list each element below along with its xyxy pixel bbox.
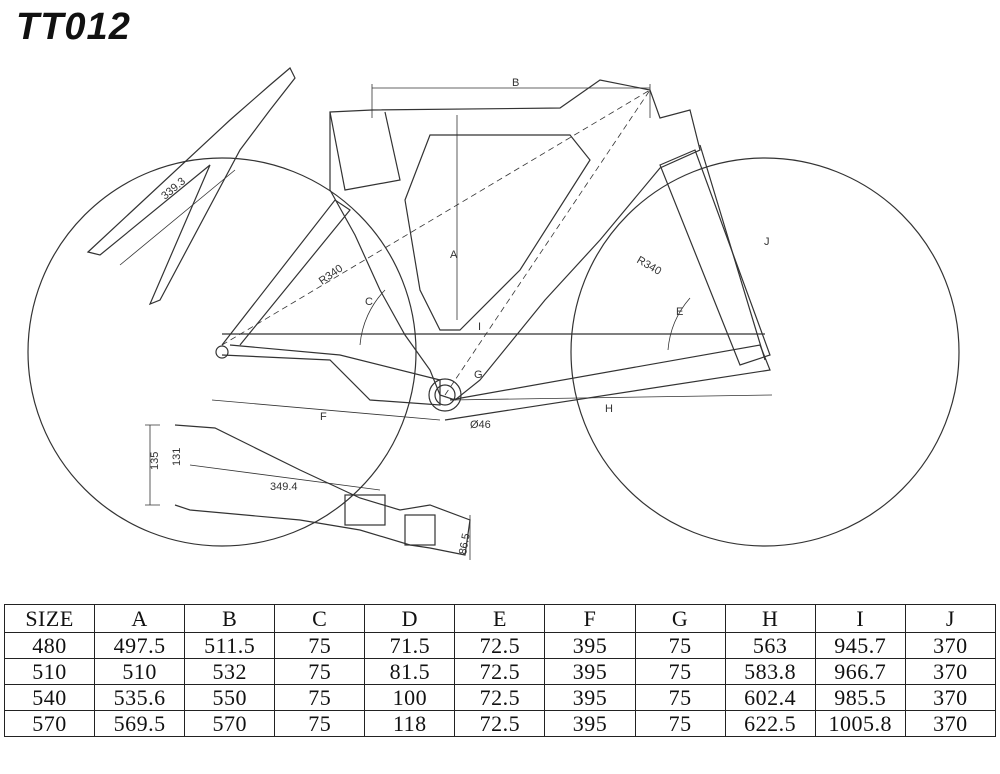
table-cell: 75 xyxy=(274,632,366,659)
frame-geometry-drawing: B A F H I C E G J 339.3 R340 R340 Ø46 34… xyxy=(27,67,960,560)
table-cell: 75 xyxy=(274,684,366,711)
label-bb-dia: Ø46 xyxy=(470,419,491,431)
table-cell: 510 xyxy=(3,658,96,685)
table-cell: 72.5 xyxy=(454,658,546,685)
label-g: G xyxy=(474,369,483,381)
label-h: H xyxy=(605,403,613,415)
label-stem-h2: 131 xyxy=(171,448,183,466)
table-cell: 550 xyxy=(184,684,276,711)
rear-wheel xyxy=(27,157,417,547)
table-cell: 75 xyxy=(634,710,726,737)
table-cell: 71.5 xyxy=(364,632,456,659)
table-cell: 370 xyxy=(904,684,997,711)
label-stem-h1: 135 xyxy=(149,452,161,470)
label-front-radius: R340 xyxy=(635,254,664,278)
table-cell: 75 xyxy=(634,632,726,659)
table-cell: 395 xyxy=(544,684,636,711)
table-header-cell: SIZE xyxy=(3,604,96,633)
label-e: E xyxy=(676,306,683,318)
table-header-cell: F xyxy=(544,604,636,633)
table-cell: 945.7 xyxy=(814,632,906,659)
label-stem-w: 86.5 xyxy=(457,532,473,555)
table-header-cell: D xyxy=(364,604,456,633)
table-cell: 480 xyxy=(3,632,96,659)
table-cell: 370 xyxy=(904,658,997,685)
table-cell: 583.8 xyxy=(724,658,816,685)
label-b: B xyxy=(512,77,519,89)
label-j: J xyxy=(764,236,770,248)
table-cell: 510 xyxy=(94,658,186,685)
label-rear-radius: R340 xyxy=(317,263,345,288)
frame-window xyxy=(404,134,591,331)
table-header-cell: H xyxy=(724,604,816,633)
label-a: A xyxy=(450,249,458,261)
table-header-cell: A xyxy=(94,604,186,633)
table-header-cell: I xyxy=(814,604,906,633)
table-cell: 570 xyxy=(184,710,276,737)
table-header-cell: G xyxy=(634,604,726,633)
label-stem-len: 349.4 xyxy=(270,481,298,493)
table-cell: 540 xyxy=(3,684,96,711)
table-cell: 395 xyxy=(544,658,636,685)
table-cell: 602.4 xyxy=(724,684,816,711)
table-cell: 569.5 xyxy=(94,710,186,737)
stem xyxy=(174,424,471,556)
fork xyxy=(86,67,296,306)
table-cell: 81.5 xyxy=(364,658,456,685)
table-cell: 570 xyxy=(3,710,96,737)
table-cell: 1005.8 xyxy=(814,710,906,737)
table-cell: 532 xyxy=(184,658,276,685)
table-cell: 72.5 xyxy=(454,684,546,711)
table-header-cell: C xyxy=(274,604,366,633)
table-cell: 985.5 xyxy=(814,684,906,711)
label-c: C xyxy=(365,296,373,308)
table-cell: 370 xyxy=(904,710,997,737)
head-tube-fork xyxy=(659,149,771,366)
table-cell: 75 xyxy=(274,710,366,737)
table-cell: 370 xyxy=(904,632,997,659)
table-cell: 511.5 xyxy=(184,632,276,659)
model-title: TT012 xyxy=(16,6,131,48)
label-f: F xyxy=(320,411,327,423)
front-wheel xyxy=(570,157,960,547)
label-i: I xyxy=(478,321,481,333)
table-cell: 395 xyxy=(544,710,636,737)
table-cell: 535.6 xyxy=(94,684,186,711)
table-cell: 395 xyxy=(544,632,636,659)
table-cell: 966.7 xyxy=(814,658,906,685)
table-cell: 622.5 xyxy=(724,710,816,737)
table-cell: 75 xyxy=(274,658,366,685)
bottom-bracket xyxy=(428,378,462,412)
table-cell: 497.5 xyxy=(94,632,186,659)
table-header-cell: B xyxy=(184,604,276,633)
table-header-cell: J xyxy=(904,604,997,633)
table-cell: 75 xyxy=(634,658,726,685)
table-cell: 72.5 xyxy=(454,632,546,659)
table-cell: 72.5 xyxy=(454,710,546,737)
table-cell: 563 xyxy=(724,632,816,659)
table-cell: 75 xyxy=(634,684,726,711)
table-cell: 100 xyxy=(364,684,456,711)
table-header-cell: E xyxy=(454,604,546,633)
table-cell: 118 xyxy=(364,710,456,737)
main-frame xyxy=(329,79,701,401)
label-fork-len: 339.3 xyxy=(159,175,188,202)
